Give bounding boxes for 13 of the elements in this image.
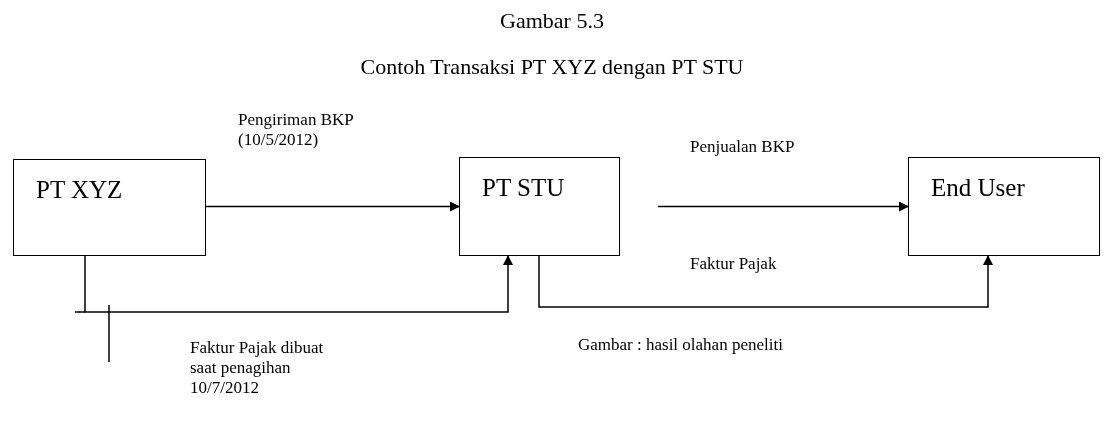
arrow — [538, 255, 993, 308]
diagram-title: Contoh Transaksi PT XYZ dengan PT STU — [359, 54, 745, 80]
entity-box — [459, 157, 620, 256]
arrow — [657, 201, 909, 212]
entity-box — [908, 157, 1100, 256]
arrow — [205, 201, 460, 212]
entity-box — [13, 159, 206, 256]
arrow — [84, 255, 513, 313]
entity-name: End User — [931, 174, 1025, 201]
figure-number: Gambar 5.3 — [499, 8, 605, 34]
entity-name: PT STU — [482, 174, 565, 201]
figure-caption: Gambar : hasil olahan peneliti — [578, 335, 783, 355]
entity-name: PT XYZ — [36, 176, 123, 203]
